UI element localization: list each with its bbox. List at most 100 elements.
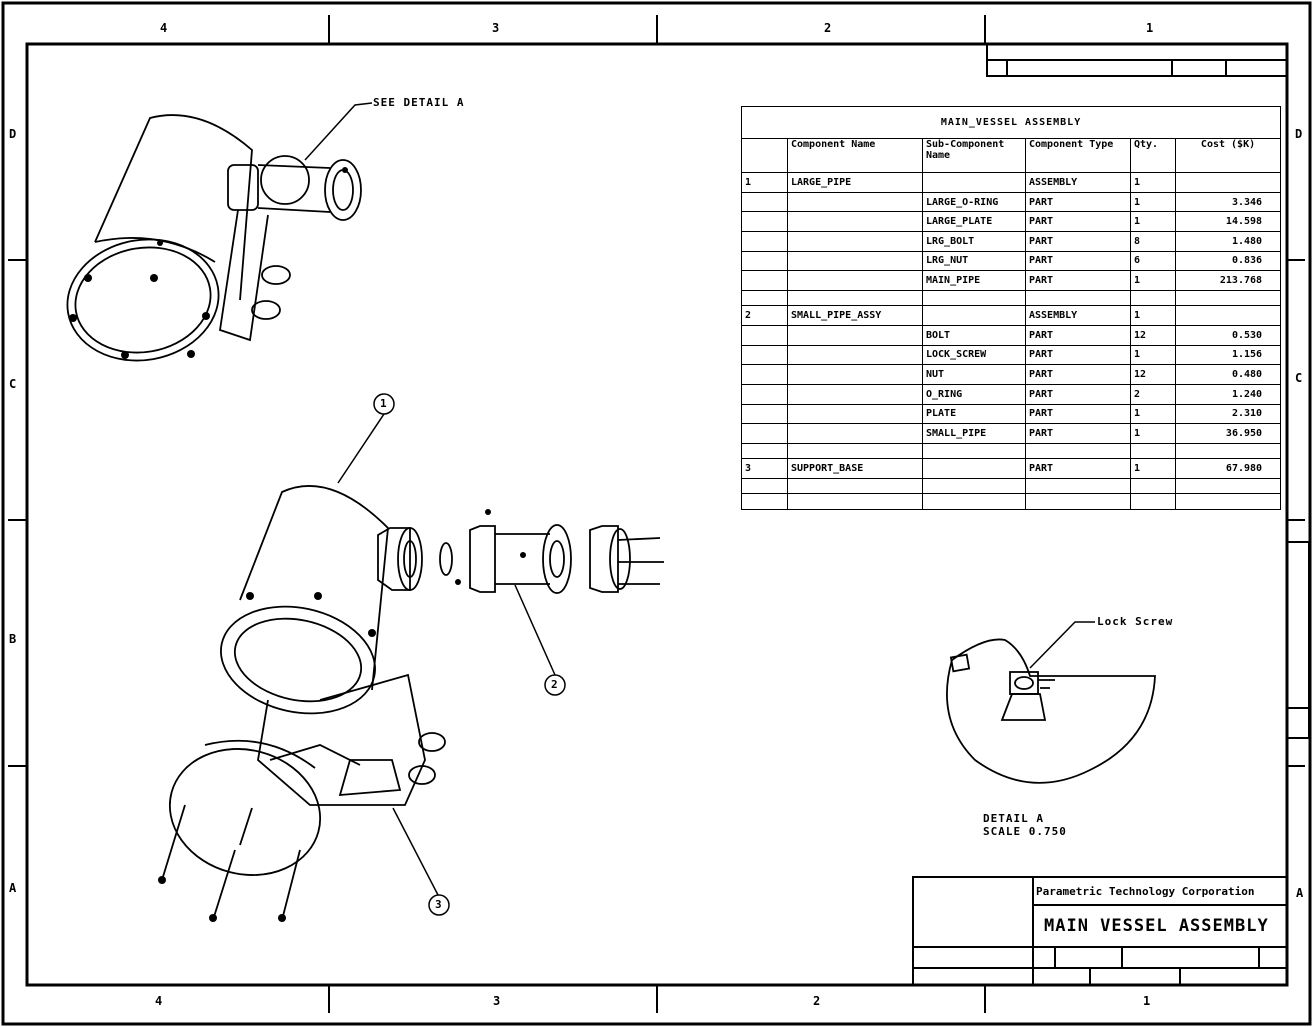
zone-left-c: C — [9, 377, 17, 391]
bom-cell — [1025, 289, 1131, 307]
balloon-leaders — [337, 413, 1095, 896]
bom-cell — [1130, 493, 1176, 510]
bom-cell — [787, 325, 923, 346]
bom-cell — [787, 231, 923, 252]
bom-header-cell: Component Type — [1025, 138, 1131, 174]
bom-cell — [741, 403, 788, 425]
bom-cell: LRG_BOLT — [922, 231, 1026, 252]
bom-cell — [1130, 477, 1176, 495]
title-block-frame — [912, 876, 1288, 986]
zone-bottom-3: 3 — [493, 994, 501, 1008]
table-row — [741, 289, 1282, 307]
bom-cell — [922, 477, 1026, 495]
bom-cell — [787, 211, 923, 232]
bom-header-cell — [741, 138, 788, 174]
bom-cell: LARGE_PLATE — [922, 211, 1026, 232]
bom-cell: 12 — [1130, 325, 1176, 346]
bom-cell — [1174, 289, 1282, 307]
bom-cell: LARGE_O-RING — [922, 191, 1026, 213]
bom-cell — [741, 191, 788, 213]
bom-cell: PLATE — [922, 403, 1026, 425]
zone-top-2: 2 — [824, 21, 832, 35]
zone-bottom-2: 2 — [813, 994, 821, 1008]
bom-cell — [787, 493, 923, 510]
bom-cell: PART — [1025, 403, 1131, 425]
bom-cell: PART — [1025, 364, 1131, 385]
bom-cell: 1 — [1130, 191, 1176, 213]
bom-cell — [922, 442, 1026, 460]
bom-cell: MAIN_PIPE — [922, 270, 1026, 291]
bom-cell — [1025, 477, 1131, 495]
bom-cell — [922, 493, 1026, 510]
bom-cell — [741, 423, 788, 444]
revision-block — [986, 43, 1288, 77]
bom-cell: O_RING — [922, 383, 1026, 405]
zone-left-d: D — [9, 127, 17, 141]
bom-title: MAIN_VESSEL ASSEMBLY — [740, 105, 1282, 140]
bom-cell: 2 — [1130, 383, 1176, 405]
bom-cell — [741, 270, 788, 291]
zone-top-3: 3 — [492, 21, 500, 35]
bom-cell — [741, 383, 788, 405]
bom-cell — [922, 172, 1026, 193]
balloon-2-label: 2 — [551, 678, 558, 691]
bom-cell: 2.310 — [1174, 403, 1282, 425]
bom-cell — [1130, 289, 1176, 307]
bom-cell: PART — [1025, 250, 1131, 272]
bom-cell: PART — [1025, 344, 1131, 366]
bom-cell: 1.480 — [1174, 231, 1282, 252]
bom-cell: LRG_NUT — [922, 250, 1026, 272]
balloon-3-label: 3 — [435, 898, 442, 911]
zone-top-4: 4 — [160, 21, 168, 35]
bom-cell — [1174, 172, 1282, 193]
lock-screw-callout: Lock Screw — [1097, 615, 1174, 628]
bom-cell — [787, 423, 923, 444]
bom-cell: 1 — [1130, 172, 1176, 193]
bom-cell: 14.598 — [1174, 211, 1282, 232]
bom-header-cell: Qty. — [1130, 138, 1176, 174]
bom-cell: 36.950 — [1174, 423, 1282, 444]
bom-cell: PART — [1025, 423, 1131, 444]
bom-cell — [922, 458, 1026, 479]
bom-cell — [1174, 305, 1282, 326]
bom-cell: 3.346 — [1174, 191, 1282, 213]
table-row — [741, 477, 1282, 495]
bom-cell: BOLT — [922, 325, 1026, 346]
balloon-3-circle — [428, 894, 450, 916]
bom-header-cell: Cost ($K) — [1174, 138, 1282, 174]
bom-cell: PART — [1025, 383, 1131, 405]
bom-cell — [922, 305, 1026, 326]
bom-cell — [922, 289, 1026, 307]
bom-cell: PART — [1025, 211, 1131, 232]
see-detail-leader — [304, 102, 373, 161]
bom-cell: ASSEMBLY — [1025, 305, 1131, 326]
zone-top-1: 1 — [1146, 21, 1154, 35]
bom-cell: 8 — [1130, 231, 1176, 252]
bom-cell: 1 — [1130, 403, 1176, 425]
bom-cell: PART — [1025, 270, 1131, 291]
bom-cell — [1174, 493, 1282, 510]
bom-cell — [1130, 442, 1176, 460]
bom-cell — [787, 289, 923, 307]
balloon-1-label: 1 — [380, 397, 387, 410]
bom-cell — [787, 270, 923, 291]
bom-cell: 1 — [741, 172, 788, 193]
zone-right-a: A — [1296, 886, 1304, 900]
balloon-1-circle — [373, 393, 395, 415]
bom-cell — [741, 211, 788, 232]
bom-cell: PART — [1025, 191, 1131, 213]
bom-cell — [787, 383, 923, 405]
bom-cell — [787, 191, 923, 213]
zone-bottom-4: 4 — [155, 994, 163, 1008]
bom-cell — [787, 477, 923, 495]
bom-cell: 1.240 — [1174, 383, 1282, 405]
